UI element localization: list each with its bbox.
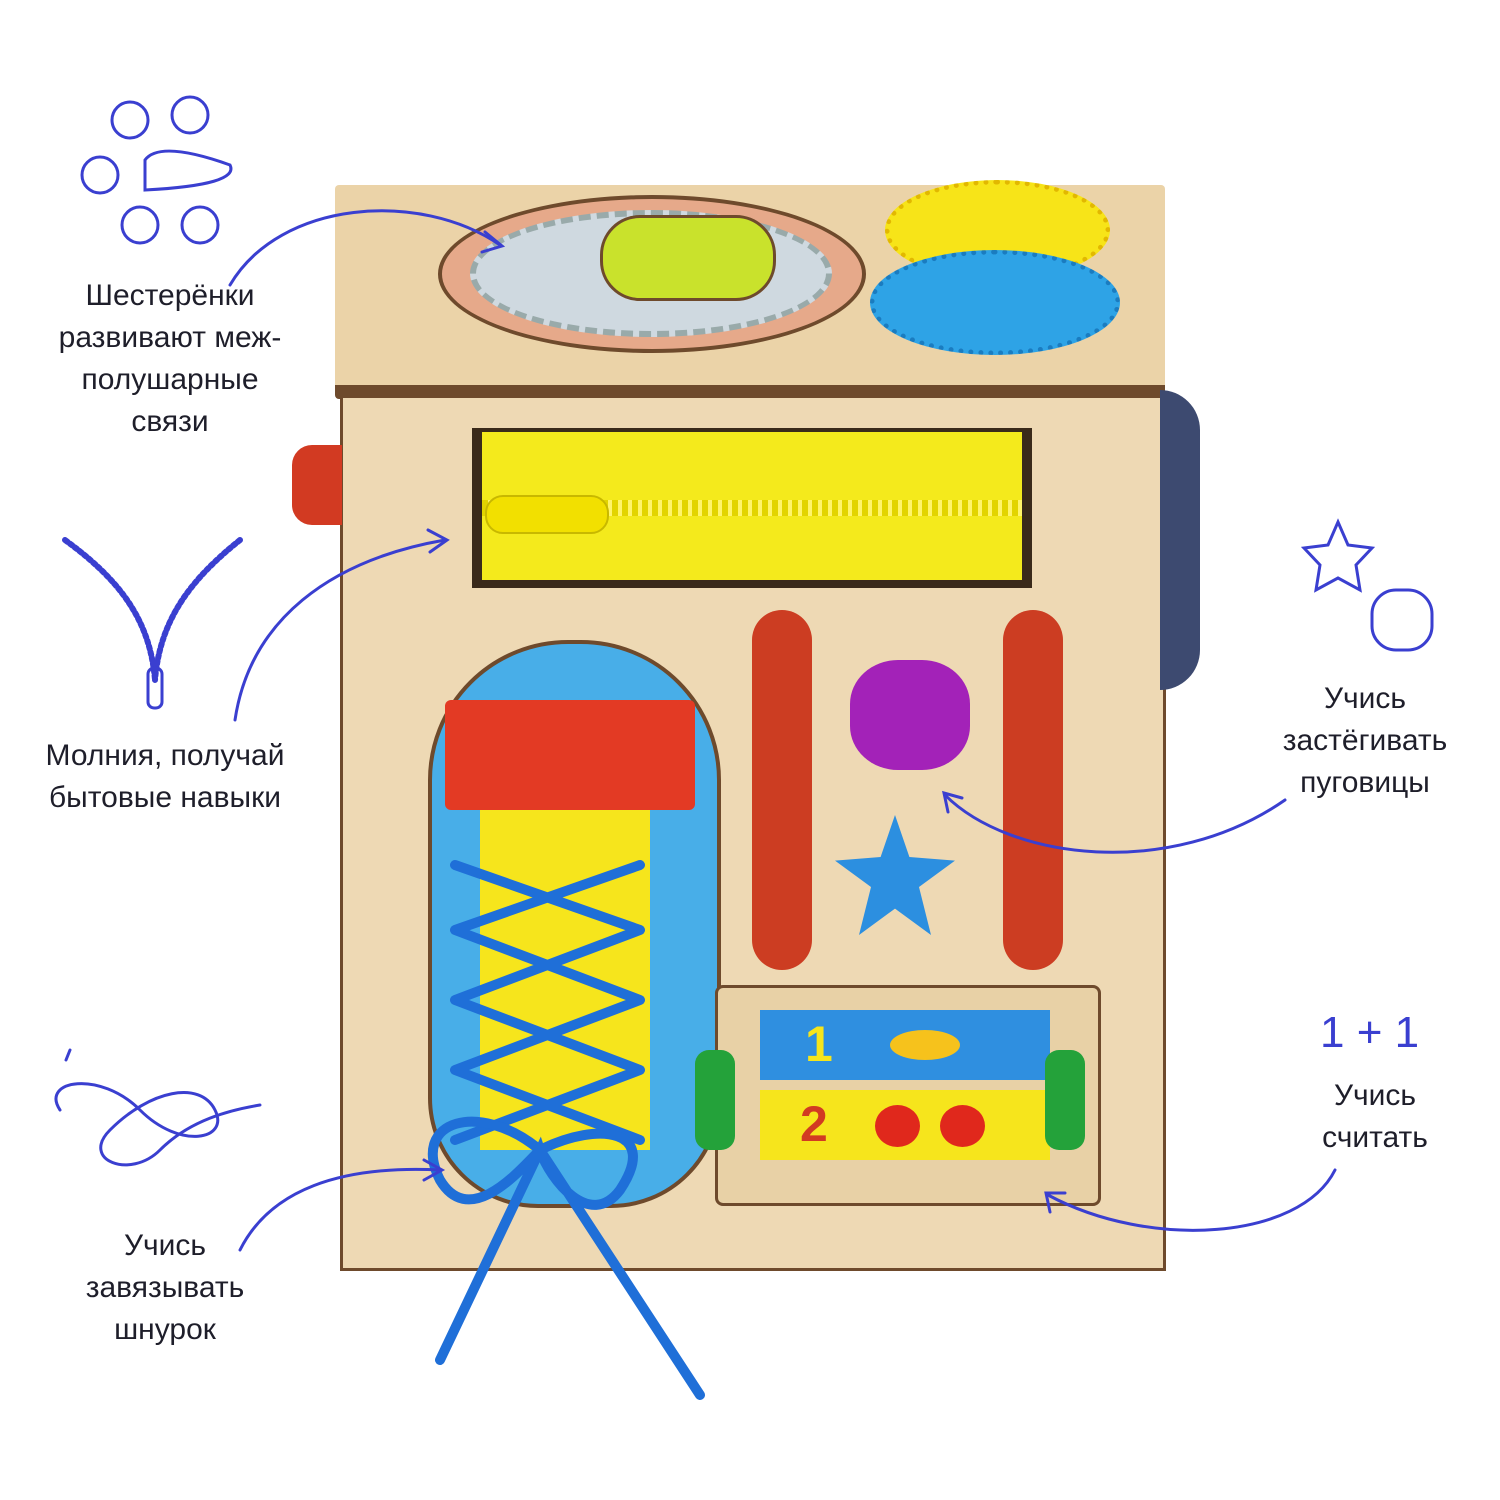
counter-digit-1: 1 xyxy=(805,1016,833,1072)
gears-arrow xyxy=(228,209,502,287)
count-formula: 1 + 1 xyxy=(1320,1008,1420,1057)
label-line: завязывать xyxy=(85,1271,245,1304)
gears-icon xyxy=(80,95,233,245)
label-line: шнурок xyxy=(114,1313,216,1346)
label-zipper: Молния, получай бытовые навыки xyxy=(10,735,320,819)
label-line: пуговицы xyxy=(1300,766,1430,799)
label-lace: Учись завязывать шнурок xyxy=(40,1225,290,1351)
label-line: Молния, получай xyxy=(45,739,285,772)
lace-arrow xyxy=(238,1167,442,1252)
label-line: Учись xyxy=(1333,1079,1417,1112)
label-line: считать xyxy=(1322,1121,1428,1154)
crank-handle xyxy=(600,215,776,301)
label-line: полушарные xyxy=(81,363,259,396)
zipper-teeth xyxy=(482,500,1022,516)
counter-knob-right xyxy=(1045,1050,1085,1150)
apple-icon xyxy=(875,1105,920,1147)
button-bar-right xyxy=(1003,610,1063,970)
buttons-icon xyxy=(1300,518,1434,652)
counter-digit-2: 2 xyxy=(800,1096,828,1152)
buttons-arrow xyxy=(943,793,1287,854)
button-bar-left xyxy=(752,610,812,970)
gear-blue xyxy=(870,250,1120,355)
shoe-strap xyxy=(445,700,695,810)
fish-icon xyxy=(890,1030,960,1060)
counter-knob-left xyxy=(695,1050,735,1150)
side-handle-left xyxy=(292,445,342,525)
zipper-pull xyxy=(485,495,609,534)
label-count: Учись считать xyxy=(1275,1075,1475,1159)
label-line: развивают меж- xyxy=(58,321,282,354)
label-line: бытовые навыки xyxy=(49,781,281,814)
knot-icon xyxy=(54,1048,262,1167)
zipper-icon xyxy=(62,537,243,710)
side-panel-right xyxy=(1160,390,1200,690)
label-gears: Шестерёнки развивают меж- полушарные свя… xyxy=(25,275,315,443)
label-line: застёгивать xyxy=(1282,724,1448,757)
apple-icon xyxy=(940,1105,985,1147)
label-line: Шестерёнки xyxy=(85,279,255,312)
label-line: связи xyxy=(131,405,209,438)
zipper-arrow xyxy=(233,538,447,722)
label-buttons: Учись застёгивать пуговицы xyxy=(1245,678,1485,804)
button-flower xyxy=(850,660,970,770)
label-line: Учись xyxy=(123,1229,207,1262)
label-line: Учись xyxy=(1323,682,1407,715)
count-arrow xyxy=(1046,1168,1337,1232)
